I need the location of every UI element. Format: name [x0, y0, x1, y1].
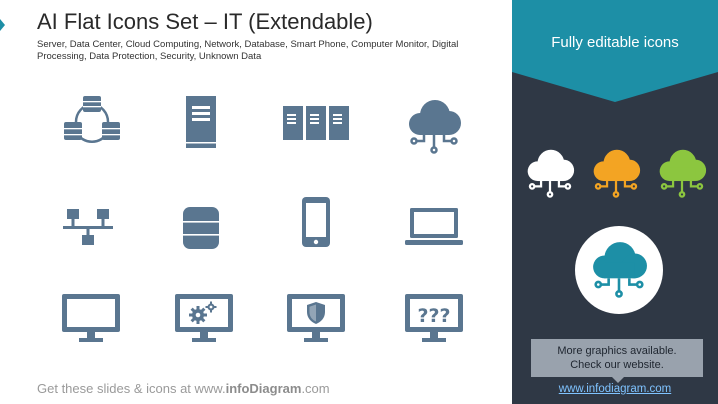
- banner: [512, 0, 718, 102]
- footer: Get these slides & icons at www.infoDiag…: [37, 381, 330, 396]
- unknown-data-text: ???: [417, 305, 450, 327]
- smart-phone-icon: [300, 195, 332, 249]
- cloud-computing-teal-icon: [590, 240, 648, 303]
- cloud-computing-green-icon: [657, 148, 707, 203]
- more-text-line2: Check our website.: [570, 359, 664, 371]
- banner-text: Fully editable icons: [551, 34, 679, 51]
- server-icon: [184, 94, 218, 150]
- cloud-computing-orange-icon: [591, 148, 641, 203]
- more-graphics-box: More graphics available. Check our websi…: [531, 339, 703, 377]
- footer-brand: infoDiagram: [225, 381, 302, 396]
- footer-suffix: .com: [301, 381, 330, 396]
- slide-title: AI Flat Icons Set – IT (Extendable): [37, 9, 373, 34]
- website-link[interactable]: www.infodiagram.com: [558, 383, 672, 395]
- cloud-computing-icon: [406, 98, 462, 154]
- accent-tick: [0, 19, 5, 31]
- data-protection-icon: [286, 293, 346, 343]
- digital-processing-icon: [174, 293, 234, 343]
- unknown-data-icon: ???: [404, 293, 464, 343]
- laptop-icon: [405, 206, 463, 246]
- computer-monitor-icon: [61, 293, 121, 343]
- cloud-computing-white-icon: [525, 148, 575, 203]
- slide-subtitle: Server, Data Center, Cloud Computing, Ne…: [37, 39, 459, 62]
- footer-prefix: Get these slides & icons at www.: [37, 381, 226, 396]
- more-box-pointer: [612, 377, 624, 383]
- more-text-line1: More graphics available.: [557, 345, 677, 357]
- right-panel: Fully editable icons: [512, 0, 718, 404]
- database-icon: [182, 206, 220, 250]
- network-icon: [63, 208, 113, 248]
- database-network-icon: [62, 92, 122, 152]
- data-center-icon: [282, 104, 350, 142]
